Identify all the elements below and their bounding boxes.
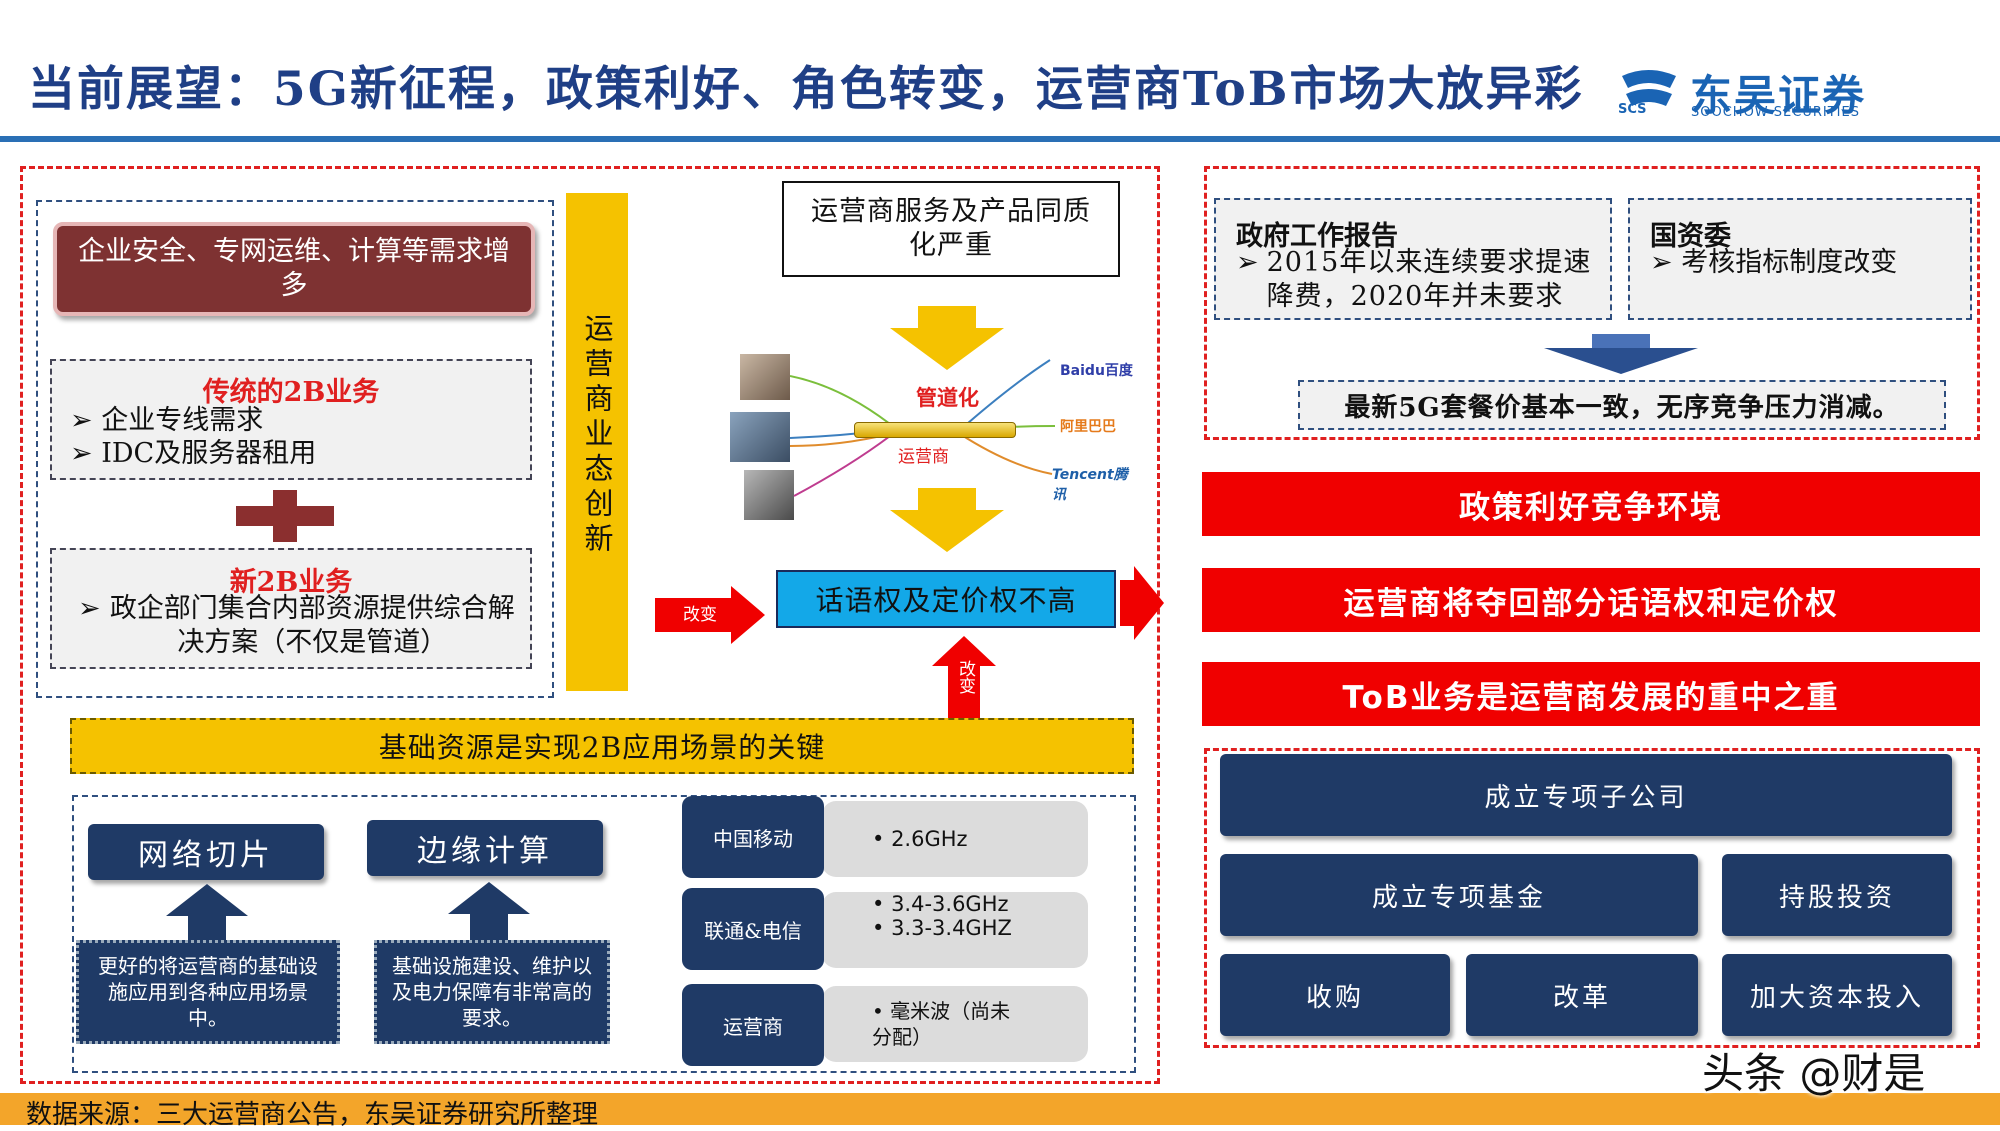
logo-mark-text: SCS [1618,102,1647,117]
list-item: ➢ 企业专线需求 [70,405,264,436]
to-right-panel-arrow-icon [1120,566,1164,640]
change-up-arrow-icon [932,636,996,718]
bullet-arrow-icon: ➢ [70,405,102,436]
spectrum-operator: 运营商 [682,984,824,1066]
special-fund-box: 成立专项基金 [1220,854,1698,936]
down-arrow-icon [890,488,1004,552]
spectrum-band: • 毫米波（尚未分配） [872,999,1011,1049]
change-right-label: 改变 [683,605,717,625]
photo-3 [744,470,794,520]
bullet-arrow-icon: ➢ [1650,247,1682,278]
price-note: 最新5G套餐价基本一致，无序竞争压力消减。 [1344,392,1900,423]
foundation-bar: 基础资源是实现2B应用场景的关键 [70,718,1134,774]
change-right-arrow-icon [655,586,765,644]
spectrum-value: • 毫米波（尚未分配） [822,986,1088,1062]
logo-cn-text: 东吴证券 [1690,71,1867,120]
price-note-box: 最新5G套餐价基本一致，无序竞争压力消减。 [1298,380,1946,430]
page-title: 当前展望：5G新征程，政策利好、角色转变，运营商ToB市场大放异彩 [28,62,1584,117]
bullet-arrow-icon: ➢ [1236,247,1259,278]
spectrum-band: • 3.3-3.4GHZ [872,916,1012,940]
gov-report-title: 政府工作报告 [1236,221,1398,252]
photo-2 [730,412,790,462]
new-2b-box [50,548,532,669]
logo-en-text: SOOCHOW SECURITIES [1691,105,1860,120]
company-logo: 东吴证券 SCS SOOCHOW SECURITIES [1618,62,1908,124]
traditional-2b-title: 传统的2B业务 [202,377,380,408]
watermark: 头条 @财是 [1702,1049,1926,1098]
source-note: 数据来源：三大运营商公告，东吴证券研究所整理 [26,1100,599,1130]
sasac-item: ➢ 考核指标制度改变 [1650,247,1898,278]
spectrum-value: • 2.6GHz [822,801,1088,877]
business-evolution-box [36,200,554,698]
reform-box: 改革 [1466,954,1698,1036]
gov-report-item: ➢2015年以来连续要求提速降费，2020年并未要求 [1236,247,1592,312]
policy-panel [1204,166,1980,440]
pricing-power-bar: 运营商将夺回部分话语权和定价权 [1202,568,1980,632]
spectrum-band: • 2.6GHz [872,827,968,851]
acquisition-box: 收购 [1220,954,1450,1036]
homogeneous-box: 运营商服务及产品同质化严重 [782,181,1120,277]
scs-logo-icon [1622,70,1676,106]
new-2b-title: 新2B业务 [229,567,353,598]
pipe-label: 管道化 [916,386,979,410]
business-innovation-bar: 运营商业态创新 [566,193,628,691]
sasac-title: 国资委 [1650,221,1731,252]
plus-icon [236,490,334,542]
header-divider [0,136,2000,142]
pipe [854,422,1016,438]
up-arrow-icon [166,884,248,940]
brand-baidu: Baidu百度 [1060,363,1133,379]
up-arrow-icon [448,882,530,940]
brand-tencent: Tencent腾讯 [1052,467,1128,503]
footer-bar [0,1093,2000,1125]
tob-priority-bar: ToB业务是运营商发展的重中之重 [1202,662,1980,726]
voice-pricing-box: 话语权及定价权不高 [776,570,1116,628]
down-arrow-icon [1544,334,1698,374]
edge-computing-box: 边缘计算 [367,820,603,876]
slicing-description: 更好的将运营商的基础设施应用到各种应用场景中。 [76,940,340,1044]
spectrum-value: • 3.4-3.6GHz • 3.3-3.4GHZ [822,892,1088,968]
business-innovation-label: 运营商业态创新 [580,313,614,558]
infrastructure-box [72,795,1136,1073]
spectrum-band: • 3.4-3.6GHz [872,892,1009,916]
traditional-2b-box [50,359,532,480]
bullet-arrow-icon: ➢ [70,438,102,469]
gov-report-box: 政府工作报告 ➢2015年以来连续要求提速降费，2020年并未要求 [1214,198,1612,320]
list-item: ➢ IDC及服务器租用 [70,438,317,469]
list-item: ➢政企部门集合内部资源提供综合解决方案（不仅是管道） [78,593,515,658]
equity-investment-box: 持股投资 [1722,854,1952,936]
spectrum-operator: 中国移动 [682,796,824,878]
demand-box: 企业安全、专网运维、计算等需求增多 [53,222,535,316]
pipe-illustration: 管道化 运营商 Baidu百度 阿里巴巴 Tencent腾讯 [730,346,1140,526]
capital-input-box: 加大资本投入 [1722,954,1952,1036]
subsidiary-box: 成立专项子公司 [1220,754,1952,836]
bullet-arrow-icon: ➢ [78,593,101,624]
actions-panel [1204,748,1980,1048]
spectrum-operator: 联通&电信 [682,888,824,970]
edge-description: 基础设施建设、维护以及电力保障有非常高的要求。 [374,940,610,1044]
policy-environment-bar: 政策利好竞争环境 [1202,472,1980,536]
brand-alibaba: 阿里巴巴 [1060,419,1116,435]
network-slicing-box: 网络切片 [88,824,324,880]
sasac-box: 国资委 ➢ 考核指标制度改变 [1628,198,1972,320]
left-panel [20,166,1160,1084]
change-up-label: 改变 [955,660,975,694]
operator-label: 运营商 [898,447,949,467]
down-arrow-icon [890,306,1004,370]
photo-1 [740,354,790,400]
